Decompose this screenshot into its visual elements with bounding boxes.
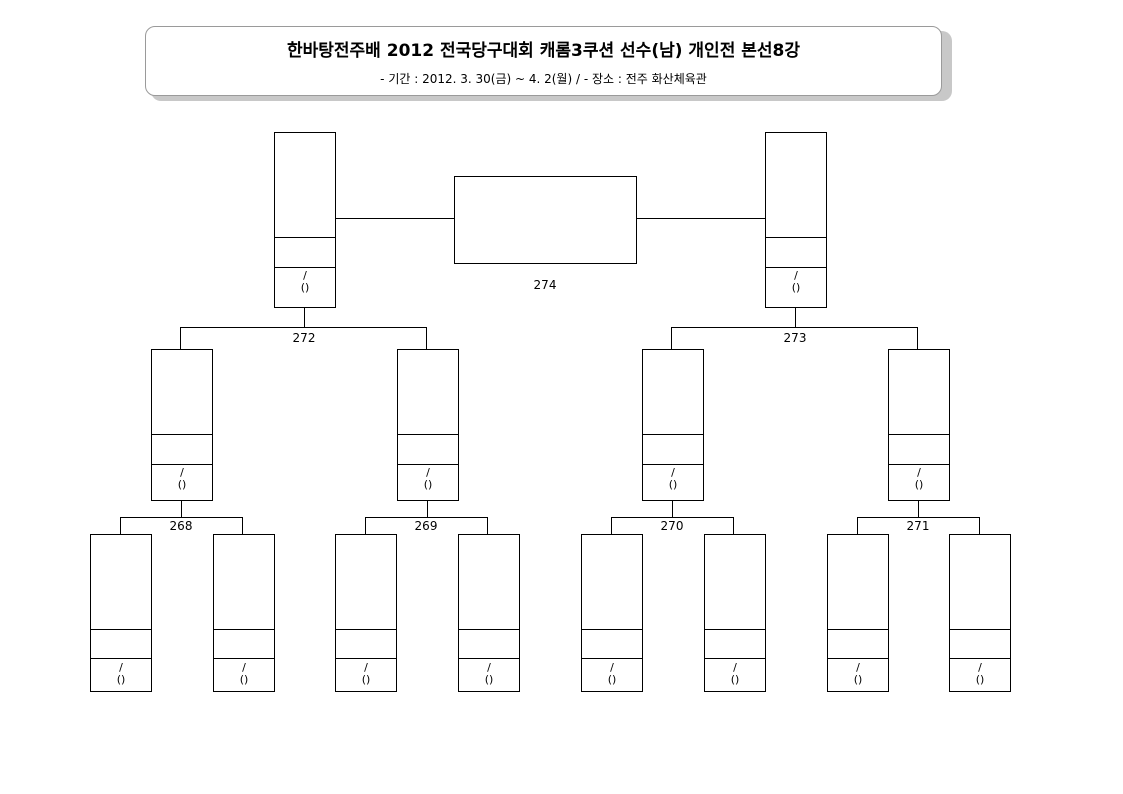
score-record: /()	[607, 661, 617, 686]
score-record: /()	[853, 661, 863, 686]
match-number: 268	[169, 519, 193, 533]
semifinalist-slot: /()	[642, 349, 704, 501]
page-title: 한바탕전주배 2012 전국당구대회 캐롬3쿠션 선수(남) 개인전 본선8강	[286, 41, 801, 61]
quarterfinalist-slot: /()	[949, 534, 1011, 692]
score-record: /()	[177, 466, 187, 491]
bracket-line	[365, 517, 366, 535]
bracket-line	[426, 327, 427, 349]
bracket-line	[917, 327, 918, 349]
score-record: /()	[116, 661, 126, 686]
quarterfinalist-slot: /()	[458, 534, 520, 692]
match-number: 270	[660, 519, 684, 533]
finalist-slot-left: /()	[274, 132, 336, 308]
quarterfinalist-slot: /()	[90, 534, 152, 692]
match-number: 272	[292, 331, 316, 345]
match-number: 273	[783, 331, 807, 345]
score-record: /()	[730, 661, 740, 686]
match-number: 269	[414, 519, 438, 533]
bracket-line	[918, 500, 919, 518]
semifinalist-slot: /()	[151, 349, 213, 501]
bracket-line	[671, 327, 918, 328]
bracket-line	[857, 517, 858, 535]
bracket-line	[979, 517, 980, 535]
title-banner: 한바탕전주배 2012 전국당구대회 캐롬3쿠션 선수(남) 개인전 본선8강 …	[145, 26, 942, 96]
bracket-line	[733, 517, 734, 535]
bracket-line	[857, 517, 980, 518]
bracket-line	[180, 327, 427, 328]
quarterfinalist-slot: /()	[213, 534, 275, 692]
bracket-line	[671, 327, 672, 349]
score-record: /()	[300, 269, 310, 294]
score-record: /()	[791, 269, 801, 294]
score-record: /()	[239, 661, 249, 686]
bracket-line	[365, 517, 488, 518]
quarterfinalist-slot: /()	[581, 534, 643, 692]
score-record: /()	[361, 661, 371, 686]
bracket-line	[120, 517, 121, 535]
score-record: /()	[423, 466, 433, 491]
bracket-line	[181, 500, 182, 518]
bracket-line	[304, 307, 305, 328]
match-number: 271	[906, 519, 930, 533]
final-match-number: 274	[533, 278, 557, 292]
bracket-line	[672, 500, 673, 518]
champion-box	[454, 176, 637, 264]
bracket-line	[180, 327, 181, 349]
quarterfinalist-slot: /()	[335, 534, 397, 692]
bracket-line	[336, 218, 454, 219]
score-record: /()	[914, 466, 924, 491]
quarterfinalist-slot: /()	[827, 534, 889, 692]
quarterfinalist-slot: /()	[704, 534, 766, 692]
bracket-line	[611, 517, 734, 518]
finalist-slot-right: /()	[765, 132, 827, 308]
semifinalist-slot: /()	[888, 349, 950, 501]
bracket-line	[427, 500, 428, 518]
bracket-line	[242, 517, 243, 535]
bracket-line	[611, 517, 612, 535]
score-record: /()	[975, 661, 985, 686]
bracket-line	[637, 218, 765, 219]
bracket-line	[795, 307, 796, 328]
score-record: /()	[484, 661, 494, 686]
semifinalist-slot: /()	[397, 349, 459, 501]
bracket-line	[120, 517, 243, 518]
bracket-line	[487, 517, 488, 535]
score-record: /()	[668, 466, 678, 491]
event-info: - 기간 : 2012. 3. 30(금) ~ 4. 2(월) / - 장소 :…	[380, 72, 707, 86]
